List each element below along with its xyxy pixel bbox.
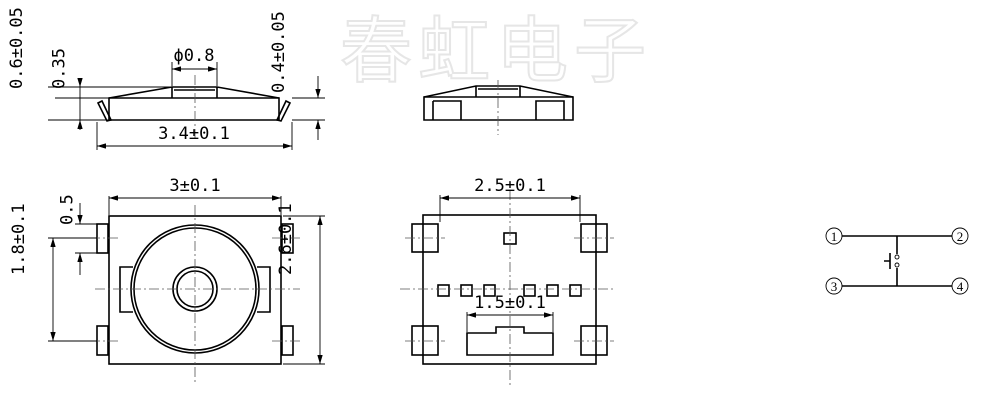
body-height-label: 0.35 [50,48,70,89]
pin-4-marker [951,277,969,295]
pin-2-label: 2 [957,229,964,244]
pin-3-marker [825,277,843,295]
pin-2-marker [951,227,969,245]
pin-3-label: 3 [831,279,838,294]
pin-width-label: 0.5 [58,194,78,225]
pin-4-label: 4 [957,279,964,294]
pin-1-label: 1 [831,229,838,244]
top-width-label: 3±0.1 [169,176,220,196]
watermark: 春虹电子 [340,9,652,93]
top-view: 3±0.1 2.6±0.1 1.8±0.1 0.5 [9,176,325,385]
width-label: 3.4±0.1 [158,124,230,144]
pad-span-label: 2.5±0.1 [474,176,546,196]
bottom-view: 2.5±0.1 1.5±0.1 [400,176,615,385]
hole-diameter-label: ϕ0.8 [174,46,215,66]
total-height-label: 0.6±0.05 [7,7,27,89]
top-height-label: 2.6±0.1 [276,203,296,275]
side-view: ϕ0.8 3.4±0.1 0.6±0.05 0.35 0.4±0.05 [7,7,325,150]
slot-width-label: 1.5±0.1 [474,293,546,313]
pin-1-marker [825,227,843,245]
lead-height-label: 0.4±0.05 [269,11,289,93]
side-view-front [423,80,574,135]
schematic: 1 2 3 4 [825,227,969,295]
pin-pitch-label: 1.8±0.1 [9,203,29,275]
